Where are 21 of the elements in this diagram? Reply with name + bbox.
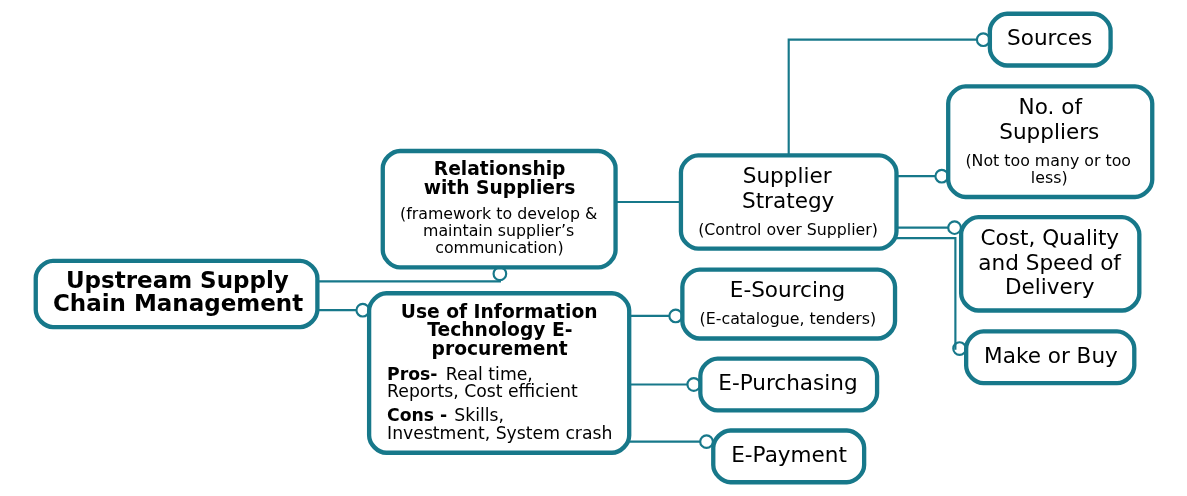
- node-box: Make or Buy: [963, 329, 1136, 386]
- connector: [896, 220, 962, 236]
- node-box: Supplier Strategy (Control over Supplier): [678, 153, 899, 251]
- connector: [629, 308, 683, 324]
- connector: [317, 302, 370, 318]
- connector: [896, 237, 967, 356]
- connector: [787, 32, 991, 156]
- node-box: Sources: [987, 11, 1113, 68]
- connector: [896, 168, 949, 184]
- node-box: E-Sourcing (E-catalogue, tenders): [679, 267, 897, 341]
- connector: [629, 434, 714, 450]
- node-box: Relationship with Suppliers (framework to develop & maintain supplier’s communication): [380, 148, 618, 270]
- connector: [316, 266, 507, 283]
- node-box: Cost, Quality and Speed of Delivery: [958, 214, 1141, 313]
- node-box: Upstream Supply Chain Management: [33, 258, 320, 330]
- node-box: E-Payment: [710, 428, 866, 485]
- connector: [615, 200, 681, 204]
- node-box: No. of Suppliers (Not too many or too less): [945, 84, 1154, 200]
- node-box: Use of Information Technology E- procurement Pros- Real time, Reports, Cost efficient Cons - Skills, Investment, System crash: [366, 291, 631, 455]
- connector: [629, 377, 701, 392]
- node-box: E-Purchasing: [697, 356, 879, 413]
